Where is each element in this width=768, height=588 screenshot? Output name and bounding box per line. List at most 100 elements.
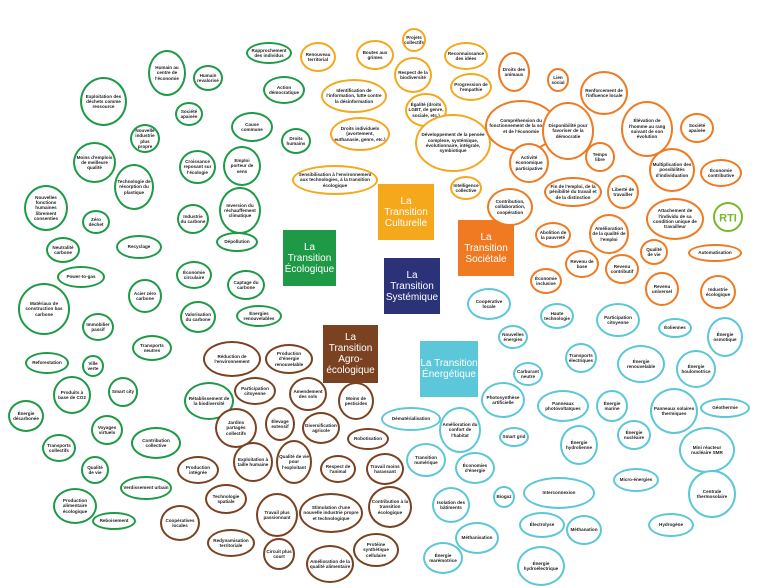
bubble-label: Attachement de l'individu de sa conditio…: [653, 208, 697, 230]
bubble-energetique: Méthanisation: [455, 522, 499, 554]
bubble-agro: Respect de l'animal: [320, 455, 356, 483]
bubble-label: Reforestation: [32, 360, 62, 366]
bubble-label: Zéro déchet: [88, 216, 104, 227]
bubble-culturelle: Sensibilisation à l'environnement aux te…: [292, 165, 378, 195]
bubble-label: Matériaux de construction bas carbone: [25, 301, 63, 317]
bubble-agro: Robotisation: [347, 428, 389, 450]
bubble-ecologique: Emploi porteur de sens: [223, 146, 261, 186]
bubble-culturelle: Boutes aux grimes: [356, 40, 394, 70]
bubble-energetique: Énergie houlomotrice: [676, 350, 716, 388]
bubble-societale: Attachement de l'individu de sa conditio…: [646, 198, 704, 240]
bubble-label: Projets collectifs: [404, 34, 424, 45]
bubble-ecologique: Moins d'emplois de meilleure qualité: [73, 142, 116, 183]
bubble-label: Élevage extensif: [271, 418, 289, 429]
bubble-label: Biogaz: [496, 494, 512, 500]
bubble-agro: Circuit plus court: [263, 538, 295, 570]
bubble-ecologique: Croissance reposant sur l'écologie: [179, 150, 216, 184]
bubble-ecologique: Nouvelle industrie plus propre: [130, 124, 160, 153]
bubble-label: Technologie spatiale: [212, 493, 240, 504]
bubble-ecologique: Reforestation: [25, 352, 69, 374]
bubble-label: Méthanation: [570, 527, 598, 533]
bubble-label: Qualité de vie: [646, 246, 662, 257]
bubble-label: Droits individuels (avortement, euthanas…: [334, 126, 386, 142]
bubble-label: Qualité de vie pour l'exploitant: [279, 454, 309, 470]
bubble-label: Moins de pesticides: [344, 395, 368, 406]
bubble-label: Énergie marémotrice: [429, 552, 457, 563]
bubble-label: Cause commune: [241, 121, 263, 132]
bubble-label: Énergie hydrolienne: [565, 439, 593, 450]
bubble-label: Revenu universel: [651, 283, 673, 294]
bubble-energetique: Micro-énergies: [613, 468, 659, 492]
bubble-agro: Coopératives locales: [160, 505, 200, 541]
bubble-label: Contribution collective: [142, 437, 170, 448]
bubble-energetique: Amélioration du confort de l'habitat: [439, 407, 481, 453]
bubble-agro: Technologie spatiale: [205, 484, 247, 514]
bubble-energetique: Panneaux solaires thermiques: [650, 388, 698, 434]
bubble-ecologique: Rapprochement des individus: [246, 42, 292, 64]
bubble-label: Valorisation du carbone: [184, 311, 212, 322]
bubble-label: Respect de l'animal: [325, 463, 351, 474]
bubble-ecologique: Ville verte: [82, 355, 104, 377]
bubble-label: Intelligence collective: [453, 182, 479, 193]
bubble-energetique: Photosynthèse artificielle: [481, 382, 525, 418]
bubble-label: Humain au centre de l'économie: [155, 65, 179, 81]
bubble-ecologique: Nouvelles fonctions humaines librement c…: [24, 185, 68, 231]
bubble-label: Réduction de l'environnement: [214, 353, 250, 364]
bubble-label: Action démocratique: [268, 84, 300, 95]
bubble-societale: Liberté de travailler: [607, 175, 639, 209]
bubble-energetique: Dématérialisation: [381, 407, 441, 431]
bubble-ecologique: Droits humains: [281, 128, 311, 154]
bubble-label: Nouvelles fonctions humaines librement c…: [34, 194, 58, 221]
bubble-label: Micro-énergies: [619, 477, 653, 483]
bubble-label: Énergie marine: [603, 400, 621, 411]
bubble-agro: Moins de pesticides: [338, 382, 374, 420]
bubble-ecologique: Power-to-gas: [57, 266, 105, 288]
bubble-energetique: Transports électriques: [565, 343, 597, 373]
bubble-label: Progression de l'empathie: [454, 81, 488, 92]
bubble-societale: Lien social: [547, 68, 569, 92]
bubble-label: Interconnexion: [542, 490, 576, 496]
bubble-energetique: Panneaux photovoltaïques: [537, 390, 589, 422]
bubble-label: Égalité (droits LGBT, de genre, sociale,…: [408, 102, 444, 118]
bubble-label: Qualité de vie: [87, 464, 103, 475]
bubble-label: Croissance reposant sur l'écologie: [183, 159, 212, 175]
bubble-societale: Économie inclusive: [530, 268, 562, 294]
bubble-label: Amélioration de la qualité de l'emploi: [592, 226, 626, 242]
bubble-label: Smart city: [111, 389, 135, 395]
bubble-label: Travail moins harassant: [370, 463, 400, 474]
bubble-label: Électrolyse: [529, 522, 555, 528]
bubble-label: Contribution, collaboration, coopération: [494, 199, 526, 215]
bubble-label: Multiplication des possibilités d'indivi…: [652, 162, 692, 178]
bubble-culturelle: Projets collectifs: [402, 28, 426, 52]
category-agro-ecologique: La Transition Agro-écologique: [323, 325, 378, 383]
bubble-label: Redynamisation territoriale: [213, 537, 249, 548]
bubble-label: Amendement des sols: [293, 388, 323, 399]
bubble-energetique: Isolation des bâtiments: [432, 487, 470, 523]
bubble-societale: Automatisation: [688, 244, 742, 262]
bubble-label: Technologie de résorption du plastique: [117, 179, 151, 195]
bubble-label: Compréhension du fonctionnement de la so…: [489, 118, 553, 134]
bubble-ecologique: Technologie de résorption du plastique: [114, 164, 154, 210]
bubble-culturelle: Développement de la pensée complexe, sys…: [415, 114, 491, 172]
svg-text:RTI: RTI: [719, 213, 737, 225]
bubble-energetique: Énergie hydrolienne: [560, 425, 598, 465]
bubble-energetique: Smart grid: [499, 427, 529, 447]
bubble-label: Revenu contributif: [610, 263, 634, 274]
bubble-energetique: Mini réacteur nucléaire SMR: [679, 427, 735, 473]
bubble-label: Énergie osmotique: [713, 331, 737, 342]
bubble-label: Amélioration de la qualité alimentaire: [309, 558, 351, 569]
bubble-label: Droits des animaux: [502, 66, 526, 77]
bubble-label: Industrie écologique: [705, 286, 731, 297]
bubble-label: Dépollution: [224, 239, 250, 245]
bubble-ecologique: Reboisement: [92, 512, 136, 530]
bubble-societale: Fin de l'emploi, de la pénibilité du tra…: [544, 177, 602, 207]
bubble-energetique: Nouvelles énergies: [498, 325, 528, 349]
bubble-ecologique: Exploitation des déchets comme ressource: [80, 77, 127, 126]
bubble-ecologique: Transports neutres: [132, 335, 172, 361]
bubble-label: Haute technologie: [544, 310, 570, 321]
bubble-label: Transports électriques: [568, 352, 594, 363]
bubble-ecologique: Captage du carbone: [227, 270, 265, 300]
bubble-ecologique: Recyclage: [116, 235, 162, 259]
bubble-societale: Multiplication des possibilités d'indivi…: [649, 148, 695, 192]
bubble-agro: Diversification agricole: [302, 412, 340, 444]
